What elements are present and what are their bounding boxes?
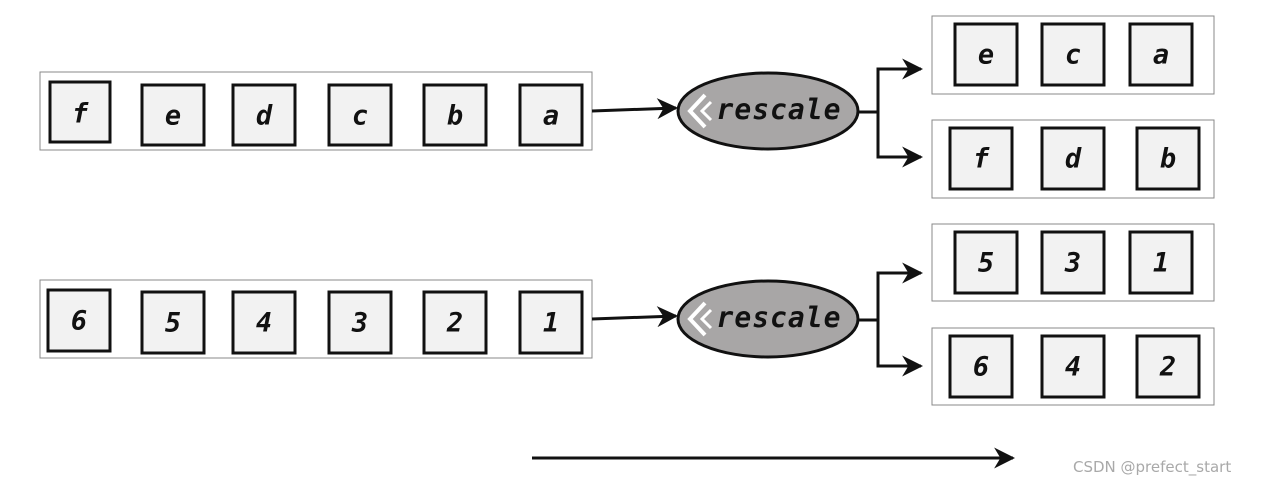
- output-arrow-top: [876, 58, 924, 112]
- row-1: f e d c b a rescale e c a f d b: [39, 15, 1215, 199]
- input-cell: b: [422, 83, 488, 147]
- output-cell-label: 3: [1064, 248, 1081, 279]
- input-cell: d: [231, 83, 297, 147]
- output-cell-label: 5: [978, 248, 994, 279]
- input-cell: 1: [518, 290, 584, 355]
- input-cell: 6: [46, 288, 112, 353]
- output-cell: b: [1135, 126, 1201, 191]
- input-cell-label: c: [352, 101, 368, 132]
- input-cell: 3: [327, 290, 393, 355]
- rescale-operation: rescale: [676, 71, 860, 151]
- output-cell: f: [948, 126, 1014, 191]
- input-cell-label: a: [543, 101, 559, 132]
- output-arrow-top: [876, 262, 924, 320]
- input-cell-label: 1: [543, 308, 559, 339]
- output-cell-label: d: [1065, 144, 1082, 175]
- output-cell-label: 1: [1153, 248, 1169, 279]
- rescale-operation: rescale: [676, 279, 860, 359]
- input-cell-label: d: [256, 101, 273, 132]
- input-sequence-container: [39, 71, 593, 151]
- chevron-left-icon: [687, 93, 713, 129]
- input-cell-label: b: [447, 101, 463, 132]
- input-cell-label: 2: [446, 308, 463, 339]
- output-cell: 3: [1040, 230, 1106, 295]
- output-cell-label: e: [978, 40, 994, 71]
- input-cell: 5: [140, 290, 206, 355]
- output-cell-label: a: [1153, 40, 1169, 71]
- output-cell-label: b: [1160, 144, 1176, 175]
- input-cell: 2: [422, 290, 488, 355]
- input-arrow: [591, 306, 679, 328]
- output-cell: 2: [1135, 334, 1201, 399]
- input-arrow: [591, 98, 679, 120]
- input-cell-label: f: [72, 99, 89, 130]
- input-cell-label: 6: [71, 306, 87, 337]
- output-arrow-bottom: [876, 112, 924, 168]
- input-cell: 4: [231, 290, 297, 355]
- output-cell: 1: [1128, 230, 1194, 295]
- output-cell: a: [1128, 22, 1194, 87]
- chevron-left-icon: [687, 301, 713, 337]
- input-cell: e: [140, 83, 206, 147]
- output-cell: 4: [1040, 334, 1106, 399]
- output-cell: e: [953, 22, 1019, 87]
- output-cell-label: f: [973, 144, 990, 175]
- input-cell: c: [327, 83, 393, 147]
- input-cell-label: e: [165, 101, 181, 132]
- output-cell-label: 4: [1065, 352, 1081, 383]
- input-sequence-container: [39, 279, 593, 359]
- output-cell-label: c: [1065, 40, 1081, 71]
- operation-label: rescale: [716, 93, 841, 126]
- row-2: 6 5 4 3 2 1 rescale 5 3 1 6 4 2: [39, 223, 1215, 406]
- output-cell-label: 6: [973, 352, 989, 383]
- input-cell: f: [48, 80, 112, 144]
- output-cell-label: 2: [1159, 352, 1176, 383]
- operation-label: rescale: [716, 301, 841, 334]
- output-arrow-bottom: [876, 320, 924, 377]
- input-cell-label: 3: [351, 308, 368, 339]
- input-cell-label: 5: [165, 308, 181, 339]
- output-cell: 5: [953, 230, 1019, 295]
- output-cell: d: [1040, 126, 1106, 191]
- input-cell-label: 4: [256, 308, 272, 339]
- output-cell: 6: [948, 334, 1014, 399]
- watermark: CSDN @prefect_start: [1073, 458, 1232, 476]
- input-cell: a: [518, 83, 584, 147]
- output-cell: c: [1040, 22, 1106, 87]
